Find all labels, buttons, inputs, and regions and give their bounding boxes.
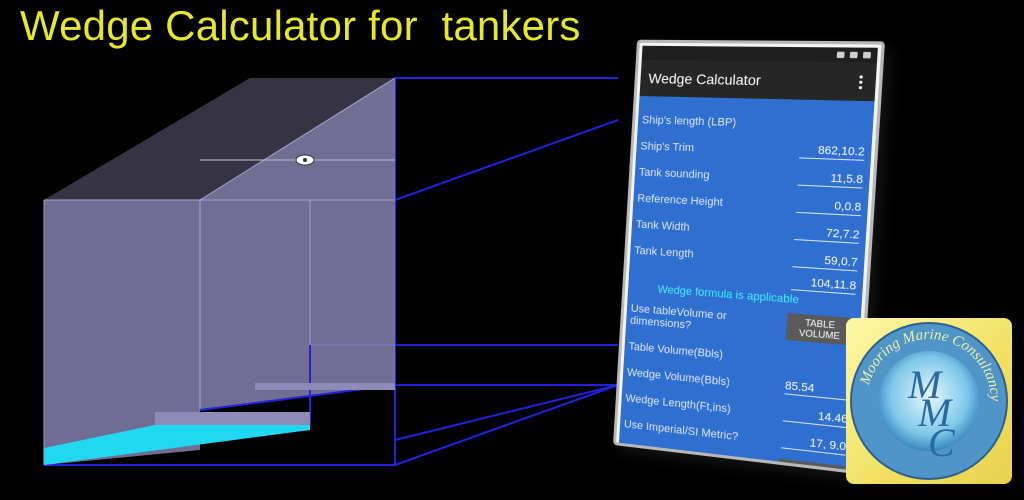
company-logo: Mooring Marine Consultancy M M C <box>846 318 1012 484</box>
overflow-menu-icon[interactable] <box>854 70 868 93</box>
table-volume-button[interactable]: TABLE VOLUME <box>786 313 854 346</box>
signal-icon <box>837 52 845 58</box>
field-label: Ship's Trim <box>640 140 694 154</box>
ship-trim-input[interactable]: 11,5.8 <box>797 171 863 189</box>
ship-length-input[interactable]: 862,10.2 <box>799 144 865 161</box>
app-screen: Wedge Calculator Ship's length (LBP) Shi… <box>619 46 878 470</box>
logo-emblem: Mooring Marine Consultancy M M C <box>846 318 1012 484</box>
logo-monogram-3: C <box>928 420 956 465</box>
wifi-icon <box>850 52 858 58</box>
input-form: Ship's length (LBP) Ship's Trim 862,10.2… <box>619 96 875 470</box>
phone-mockup: Wedge Calculator Ship's length (LBP) Shi… <box>613 40 885 474</box>
app-title: Wedge Calculator <box>648 70 761 88</box>
battery-icon <box>863 52 871 58</box>
app-bar: Wedge Calculator <box>640 60 877 101</box>
